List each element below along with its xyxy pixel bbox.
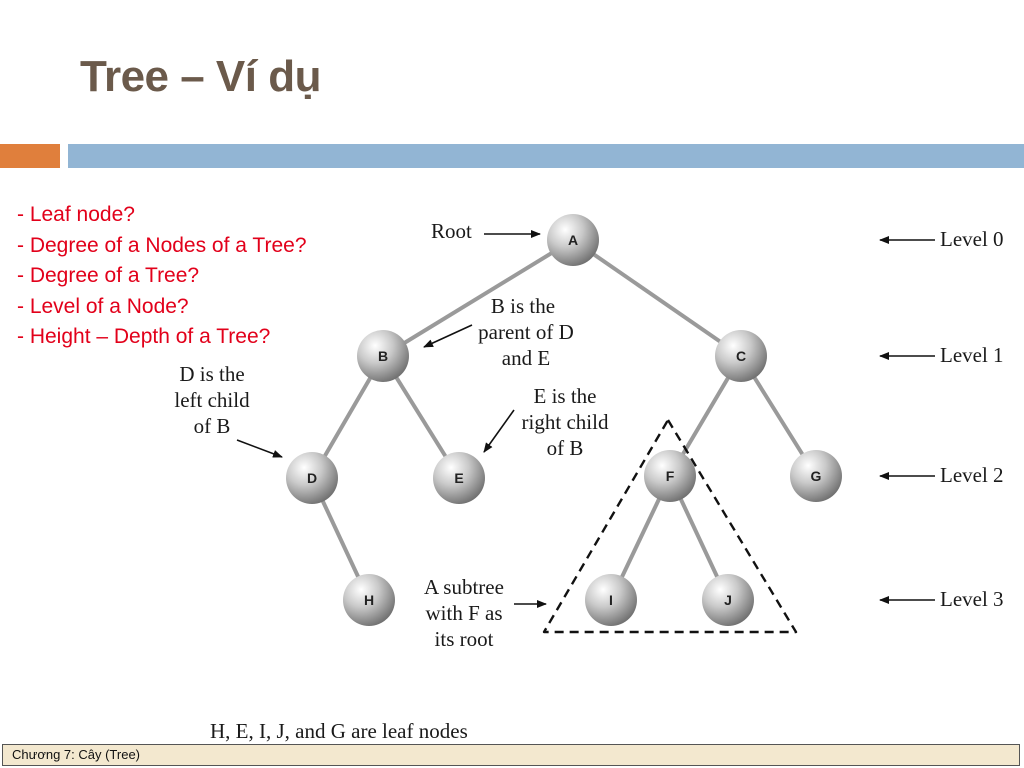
tree-node: E: [433, 452, 485, 504]
question-item: - Degree of a Tree?: [17, 264, 200, 287]
tree-nodes: A B C D E F G H: [286, 214, 842, 626]
question-item: - Leaf node?: [17, 203, 135, 226]
slide-title: Tree – Ví dụ: [80, 52, 321, 101]
svg-text:right child: right child: [522, 410, 609, 434]
tree-node: D: [286, 452, 338, 504]
subtree-outline: [542, 418, 798, 634]
svg-text:F: F: [666, 468, 675, 484]
edge-a-b: [381, 238, 575, 358]
level-label: Level 1: [940, 343, 1004, 367]
footer-text: Chương 7: Cây (Tree): [12, 747, 141, 762]
accent-bar-orange: [0, 144, 60, 168]
tree-node: C: [715, 330, 767, 382]
d-left-annotation: D is the left child of B: [174, 362, 250, 438]
svg-text:B: B: [378, 348, 388, 364]
question-list: - Leaf node? - Degree of a Nodes of a Tr…: [17, 200, 307, 353]
level-label: Level 2: [940, 463, 1004, 487]
d-left-arrow: [236, 439, 283, 458]
footer-bar: Chương 7: Cây (Tree): [2, 744, 1020, 766]
svg-text:parent of D: parent of D: [478, 320, 574, 344]
e-right-arrow: [483, 409, 515, 453]
edge-a-c: [571, 238, 743, 358]
svg-text:A: A: [568, 232, 578, 248]
b-parent-annotation: B is the parent of D and E: [478, 294, 574, 370]
svg-text:G: G: [811, 468, 822, 484]
level-labels: Level 0 Level 1 Level 2 Level 3: [879, 227, 1004, 611]
svg-text:of B: of B: [194, 414, 231, 438]
tree-node: F: [644, 450, 696, 502]
e-right-annotation: E is the right child of B: [522, 384, 609, 460]
b-parent-arrow: [423, 324, 473, 348]
question-item: - Degree of a Nodes of a Tree?: [17, 233, 307, 257]
diagram-caption: H, E, I, J, and G are leaf nodes: [210, 719, 468, 743]
root-label: Root: [431, 219, 472, 243]
svg-text:E is the: E is the: [534, 384, 597, 408]
tree-node: A: [547, 214, 599, 266]
level-label: Level 0: [940, 227, 1004, 251]
svg-text:H: H: [364, 592, 374, 608]
level-label: Level 3: [940, 587, 1004, 611]
svg-text:I: I: [609, 592, 613, 608]
svg-text:E: E: [454, 470, 463, 486]
svg-text:D is the: D is the: [179, 362, 244, 386]
tree-node: I: [585, 574, 637, 626]
svg-text:C: C: [736, 348, 746, 364]
svg-text:with F as: with F as: [425, 601, 502, 625]
svg-text:B is the: B is the: [491, 294, 555, 318]
tree-node: B: [357, 330, 409, 382]
svg-text:of B: of B: [547, 436, 584, 460]
svg-text:its root: its root: [435, 627, 494, 651]
accent-bar-blue: [68, 144, 1024, 168]
svg-text:A subtree: A subtree: [424, 575, 504, 599]
tree-node: J: [702, 574, 754, 626]
tree-node: G: [790, 450, 842, 502]
question-item: - Height – Depth of a Tree?: [17, 325, 271, 348]
subtree-annotation: A subtree with F as its root: [424, 575, 504, 651]
svg-text:J: J: [724, 592, 732, 608]
svg-text:left child: left child: [174, 388, 250, 412]
svg-text:and E: and E: [502, 346, 550, 370]
question-item: - Level of a Node?: [17, 294, 189, 318]
tree-node: H: [343, 574, 395, 626]
svg-text:D: D: [307, 470, 317, 486]
